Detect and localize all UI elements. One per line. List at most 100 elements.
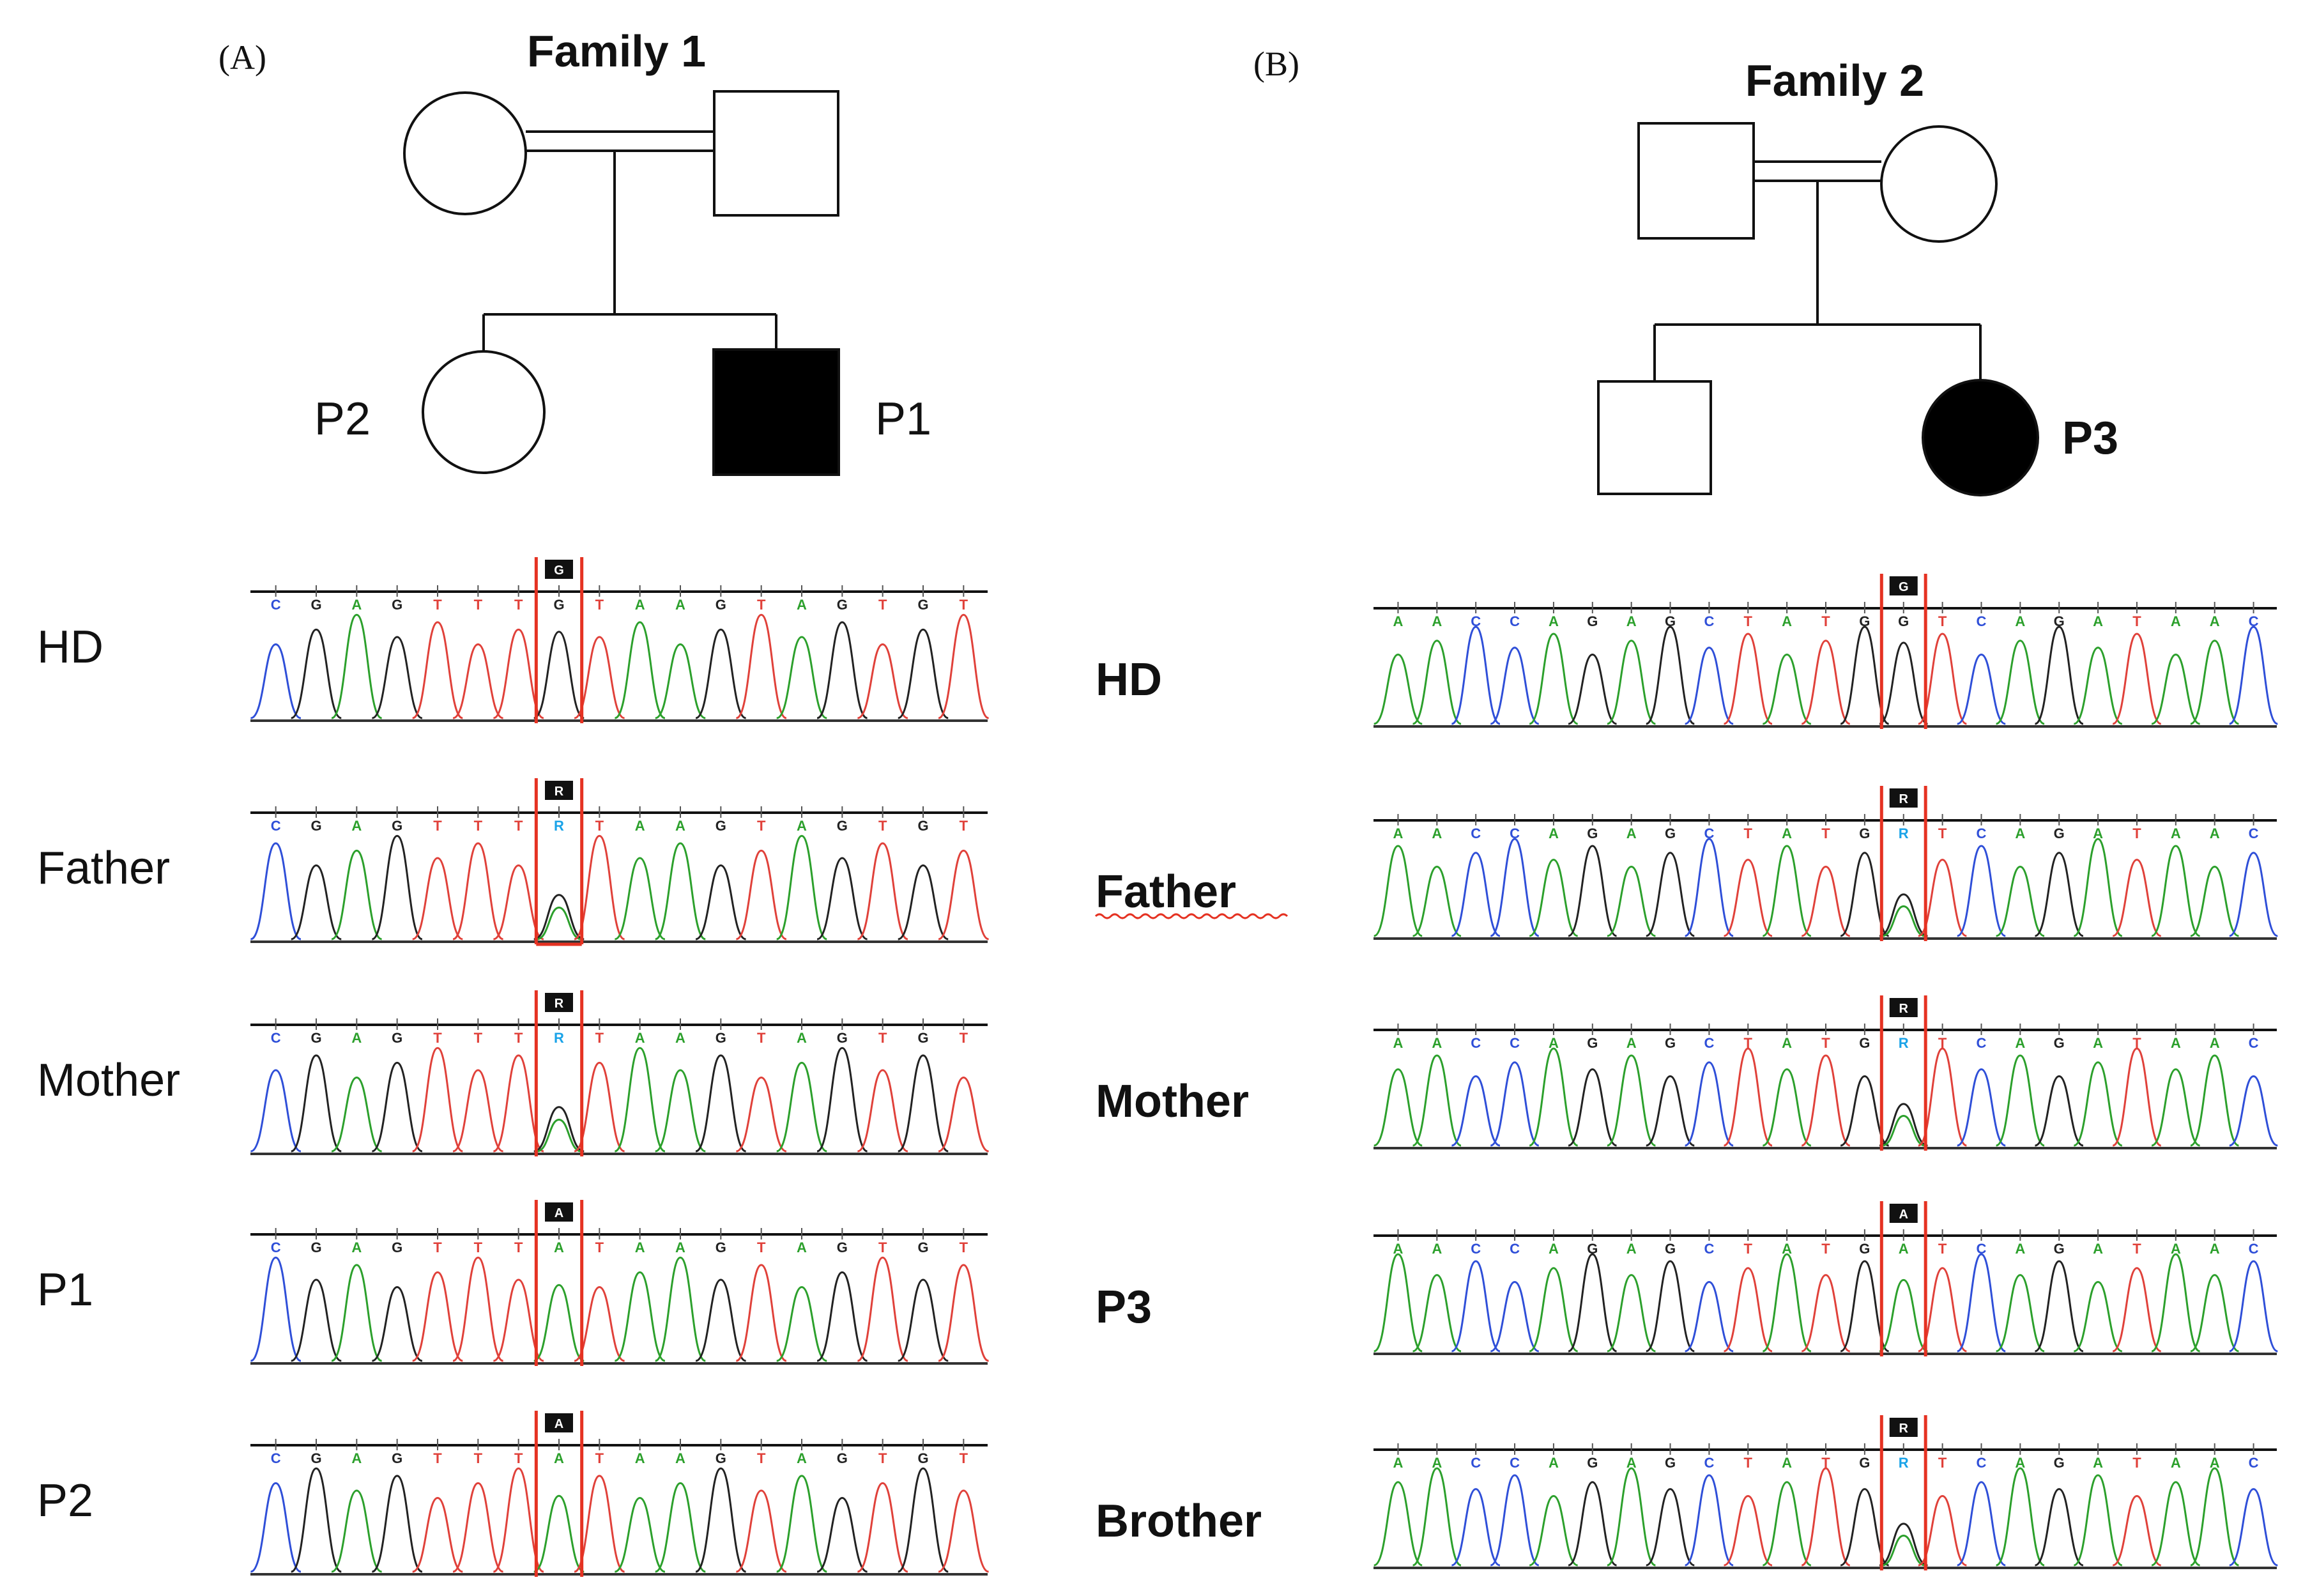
trace-peak <box>493 864 544 940</box>
trace-peak <box>1646 1260 1695 1353</box>
trace-peak <box>1451 1075 1501 1147</box>
base-label: T <box>433 597 442 613</box>
trace-peak <box>1879 641 1929 725</box>
trace-peak <box>1879 1278 1929 1353</box>
base-label: C <box>2249 1455 2259 1471</box>
trace-peak <box>1879 1523 1928 1567</box>
base-label: A <box>1549 613 1559 629</box>
base-label: G <box>1665 1241 1676 1257</box>
trace-peak <box>412 1047 463 1153</box>
trace-peak <box>735 1076 787 1153</box>
trace-peak <box>371 1061 423 1153</box>
base-label: A <box>2171 613 2181 629</box>
sample-label: P1 <box>37 1264 93 1316</box>
trace-peak <box>250 1482 302 1573</box>
base-label: G <box>1665 1035 1676 1051</box>
trace-peak <box>816 1047 868 1153</box>
trace-peak <box>452 842 504 940</box>
sample-label: P2 <box>37 1475 93 1526</box>
base-label: A <box>2171 1035 2181 1051</box>
sample-label: Father <box>37 843 170 894</box>
base-label: G <box>715 1239 726 1255</box>
base-label: G <box>837 1450 848 1466</box>
trace-peak <box>1529 859 1579 937</box>
trace-peak <box>1801 1054 1851 1147</box>
base-label: G <box>917 1030 928 1046</box>
trace-peak <box>816 1496 868 1573</box>
trace-peak <box>1373 1481 1423 1567</box>
trace-peak <box>1724 1494 1773 1567</box>
base-label: A <box>1393 613 1403 629</box>
base-label: G <box>715 1030 726 1046</box>
trace-peak <box>2034 625 2084 725</box>
pedigree-family-2: P3 <box>1597 122 2118 496</box>
trace-peak <box>1529 1047 1579 1147</box>
base-label: G <box>2054 825 2065 841</box>
base-call-label: G <box>1899 580 1909 594</box>
trace-peak <box>452 1482 504 1573</box>
base-label: C <box>2249 1241 2259 1257</box>
trace-peak <box>655 1482 706 1573</box>
base-label: T <box>757 1239 766 1255</box>
trace-peak <box>1490 838 1540 937</box>
base-label: T <box>595 1450 604 1466</box>
base-label: T <box>757 818 766 834</box>
trace-peak <box>2073 1474 2123 1567</box>
base-label: G <box>2054 1455 2065 1471</box>
base-call-label: R <box>1899 1002 1909 1016</box>
base-label: G <box>917 1239 928 1255</box>
base-label: A <box>1549 1455 1559 1471</box>
base-label: A <box>1393 825 1403 841</box>
base-label: T <box>878 1239 887 1255</box>
pedigree-child-p3 <box>1922 379 2039 496</box>
trace-peak <box>574 1061 625 1153</box>
base-label: T <box>474 1450 483 1466</box>
base-label: T <box>2132 1455 2141 1471</box>
trace-peak <box>412 621 463 719</box>
trace-peak <box>1373 653 1423 725</box>
base-label: A <box>635 818 645 834</box>
base-label: C <box>1977 1035 1987 1051</box>
base-label: G <box>917 1450 928 1466</box>
base-label: G <box>917 818 928 834</box>
trace-peak <box>2112 1267 2162 1353</box>
trace-peak <box>735 849 787 940</box>
base-label: A <box>797 1450 807 1466</box>
base-label: T <box>878 1030 887 1046</box>
trace-peak <box>291 628 342 719</box>
base-label: T <box>433 1450 442 1466</box>
trace-peak <box>1918 633 1967 725</box>
base-label: A <box>1549 1241 1559 1257</box>
trace-peak <box>655 842 706 940</box>
trace-peak <box>2190 1467 2240 1567</box>
trace-peak <box>493 1054 544 1153</box>
base-label: T <box>2132 1035 2141 1051</box>
base-label: T <box>474 818 483 834</box>
trace-peak <box>331 1264 383 1362</box>
pedigree-child-p1 <box>712 348 840 476</box>
trace-peak <box>1879 1103 1928 1147</box>
trace-peak <box>1957 1068 2006 1147</box>
trace-peak <box>1723 1047 1773 1147</box>
base-label: A <box>2015 1455 2025 1471</box>
base-label: C <box>271 597 281 613</box>
base-label: R <box>554 818 564 834</box>
trace-peak <box>1918 859 1967 937</box>
base-label: G <box>837 1030 848 1046</box>
base-label: C <box>1510 1035 1520 1051</box>
trace-peak <box>1840 1488 1890 1567</box>
trace-peak <box>655 1256 706 1362</box>
base-label: A <box>2093 1241 2103 1257</box>
sample-label: HD <box>1096 654 1162 705</box>
trace-peak <box>776 834 827 940</box>
trace-peak <box>250 1069 302 1153</box>
trace-peak <box>250 643 302 719</box>
base-label: G <box>1665 613 1676 629</box>
trace-peak <box>1646 852 1695 937</box>
trace-peak <box>735 1489 787 1573</box>
base-label: T <box>1744 1241 1753 1257</box>
base-label: A <box>2210 1455 2220 1471</box>
